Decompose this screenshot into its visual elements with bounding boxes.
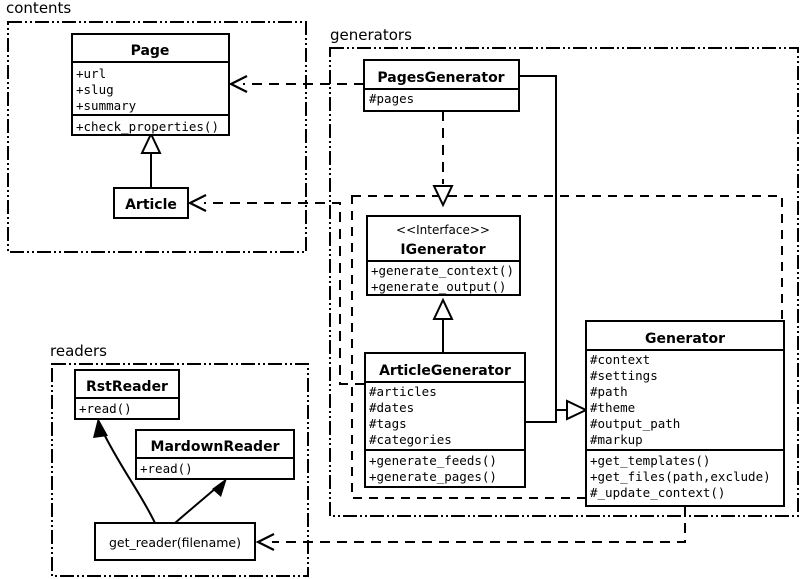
connector-getreader-creates-mardownreader bbox=[174, 478, 227, 524]
create-curve bbox=[174, 487, 217, 524]
class-articlegenerator-method: +generate_feeds() bbox=[369, 453, 497, 468]
class-rstreader-name: RstReader bbox=[86, 379, 168, 395]
class-mardownreader-method: +read() bbox=[140, 461, 193, 476]
connector-articlegenerator-depends-article bbox=[187, 194, 365, 385]
package-readers-label: readers bbox=[50, 342, 107, 360]
generalization-line-articlegenerator bbox=[525, 410, 557, 423]
package-contents-border bbox=[7, 21, 307, 253]
class-articlegenerator-attribute: #categories bbox=[369, 432, 452, 447]
class-page-method: +check_properties() bbox=[76, 119, 219, 134]
hollow-triangle-arrowhead bbox=[432, 185, 454, 208]
class-igenerator[interactable]: <<Interface>> IGenerator +generate_conte… bbox=[366, 215, 521, 296]
class-igenerator-method: +generate_context() bbox=[371, 263, 514, 278]
class-igenerator-box[interactable] bbox=[366, 215, 521, 296]
dependency-line bbox=[272, 506, 686, 543]
connector-article-inherits-page bbox=[140, 131, 162, 188]
hollow-triangle-arrowhead bbox=[566, 399, 589, 421]
class-generator-attribute: #output_path bbox=[590, 416, 680, 431]
class-page[interactable]: Page +url +slug +summary +check_properti… bbox=[71, 33, 230, 136]
open-arrowhead bbox=[187, 194, 207, 212]
class-article-box[interactable] bbox=[113, 187, 189, 219]
package-contents: contents bbox=[6, 0, 307, 253]
class-generator-box[interactable] bbox=[585, 320, 785, 507]
connector-pagesgenerator-depends-page bbox=[228, 75, 364, 93]
class-articlegenerator-method: +generate_pages() bbox=[369, 469, 497, 484]
class-pagesgenerator-box[interactable] bbox=[363, 59, 520, 112]
function-get-reader-box[interactable] bbox=[94, 522, 256, 561]
class-rstreader-box[interactable] bbox=[74, 369, 180, 420]
class-page-attribute: +url bbox=[76, 66, 106, 81]
class-generator-attribute: #context bbox=[590, 352, 650, 367]
class-articlegenerator-attribute: #dates bbox=[369, 400, 414, 415]
class-rstreader[interactable]: RstReader +read() bbox=[74, 369, 180, 420]
class-pagesgenerator-name: PagesGenerator bbox=[377, 70, 504, 86]
class-page-box[interactable] bbox=[71, 33, 230, 136]
package-generators-border bbox=[329, 47, 799, 517]
class-generator-attribute: #theme bbox=[590, 400, 635, 415]
open-arrowhead bbox=[228, 75, 248, 93]
class-page-name: Page bbox=[131, 43, 170, 59]
class-igenerator-stereotype: <<Interface>> bbox=[396, 223, 490, 237]
class-page-attribute: +summary bbox=[76, 98, 137, 113]
class-igenerator-name: IGenerator bbox=[400, 242, 485, 258]
connector-generator-depends-getreader bbox=[255, 506, 686, 551]
connector-generators-inherit-generator bbox=[519, 75, 589, 423]
dependency-line bbox=[204, 202, 365, 385]
package-contents-label: contents bbox=[6, 0, 71, 17]
class-mardownreader-box[interactable] bbox=[135, 429, 295, 480]
solid-arrowhead bbox=[93, 418, 108, 438]
class-generator-attribute: #settings bbox=[590, 368, 658, 383]
class-generator-method: +get_files(path,exclude) bbox=[590, 469, 771, 484]
package-readers-border bbox=[51, 363, 309, 577]
class-pagesgenerator-attribute: #pages bbox=[369, 91, 414, 106]
class-generator-name: Generator bbox=[645, 331, 725, 347]
function-get-reader-label: get_reader(filename) bbox=[109, 535, 241, 550]
open-arrowhead bbox=[255, 533, 275, 551]
connector-getreader-creates-rstreader bbox=[93, 418, 156, 524]
class-articlegenerator-box[interactable] bbox=[364, 352, 526, 488]
class-articlegenerator[interactable]: ArticleGenerator #articles #dates #tags … bbox=[364, 352, 526, 488]
connector-articlegenerator-inherits-igenerator bbox=[432, 297, 454, 353]
class-generator[interactable]: Generator #context #settings #path #them… bbox=[585, 320, 785, 507]
class-pagesgenerator[interactable]: PagesGenerator #pages bbox=[363, 59, 520, 112]
solid-arrowhead bbox=[212, 478, 227, 497]
package-generators: generators bbox=[329, 26, 799, 517]
hollow-triangle-arrowhead bbox=[432, 297, 454, 320]
generalization-line-pagesgenerator bbox=[519, 75, 567, 411]
class-articlegenerator-name: ArticleGenerator bbox=[379, 363, 511, 379]
class-generator-method: #_update_context() bbox=[590, 485, 725, 500]
class-articlegenerator-attribute: #tags bbox=[369, 416, 407, 431]
package-generators-label: generators bbox=[330, 26, 412, 44]
function-get-reader[interactable]: get_reader(filename) bbox=[94, 522, 256, 561]
class-article-name: Article bbox=[125, 197, 177, 213]
hollow-triangle-arrowhead bbox=[140, 131, 162, 154]
class-generator-attribute: #path bbox=[590, 384, 628, 399]
class-articlegenerator-attribute: #articles bbox=[369, 384, 437, 399]
class-page-attribute: +slug bbox=[76, 82, 114, 97]
class-article[interactable]: Article bbox=[113, 187, 189, 219]
package-readers: readers bbox=[50, 342, 309, 577]
class-generator-method: +get_templates() bbox=[590, 453, 710, 468]
connector-pagesgenerator-realizes-igenerator bbox=[432, 111, 454, 208]
class-mardownreader-name: MardownReader bbox=[151, 439, 280, 455]
class-generator-attribute: #markup bbox=[590, 432, 643, 447]
class-rstreader-method: +read() bbox=[79, 401, 132, 416]
class-mardownreader[interactable]: MardownReader +read() bbox=[135, 429, 295, 480]
class-igenerator-method: +generate_output() bbox=[371, 279, 506, 294]
create-curve bbox=[102, 431, 156, 524]
